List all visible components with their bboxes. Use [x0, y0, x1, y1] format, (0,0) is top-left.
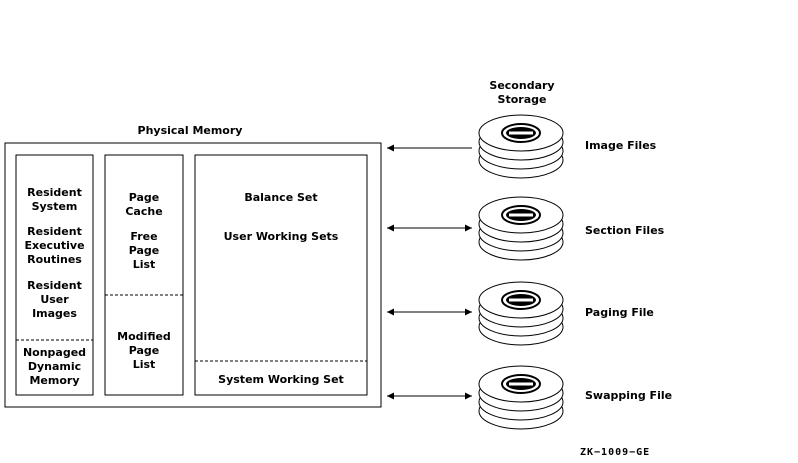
- swapping-file-label: Swapping File: [585, 389, 673, 402]
- page-list-column-box: [104, 154, 184, 396]
- image-files-disk-icon: [478, 114, 564, 179]
- user-working-sets-label: User Working Sets: [223, 230, 339, 243]
- balance-set-label: Balance Set: [244, 191, 318, 204]
- paging-file-disk-icon: [478, 281, 564, 346]
- paging-file-label: Paging File: [585, 306, 654, 319]
- resident-executive-routines-label: Resident Executive Routines: [24, 225, 85, 266]
- resident-user-images-label: Resident User Images: [27, 279, 82, 320]
- figure-code: ZK−1009−GE: [580, 447, 651, 458]
- image-files-label: Image Files: [585, 139, 657, 152]
- system-working-set-label: System Working Set: [218, 373, 344, 386]
- section-files-disk-icon: [478, 196, 564, 261]
- physical-memory-box: [4, 142, 382, 408]
- modified-page-list-label: Modified Page List: [117, 330, 171, 371]
- section-files-label: Section Files: [585, 224, 665, 237]
- page-cache-label: Page Cache: [125, 191, 163, 218]
- resident-system-label: Resident System: [27, 186, 82, 213]
- free-page-list-label: Free Page List: [128, 230, 160, 271]
- nonpaged-dynamic-memory-label: Nonpaged Dynamic Memory: [22, 346, 87, 387]
- resident-column-box: [15, 154, 94, 396]
- balance-set-column-box: [194, 154, 368, 396]
- secondary-storage-title: Secondary Storage: [489, 79, 555, 106]
- physical-memory-title: Physical Memory: [137, 124, 243, 137]
- swapping-file-disk-icon: [478, 365, 564, 430]
